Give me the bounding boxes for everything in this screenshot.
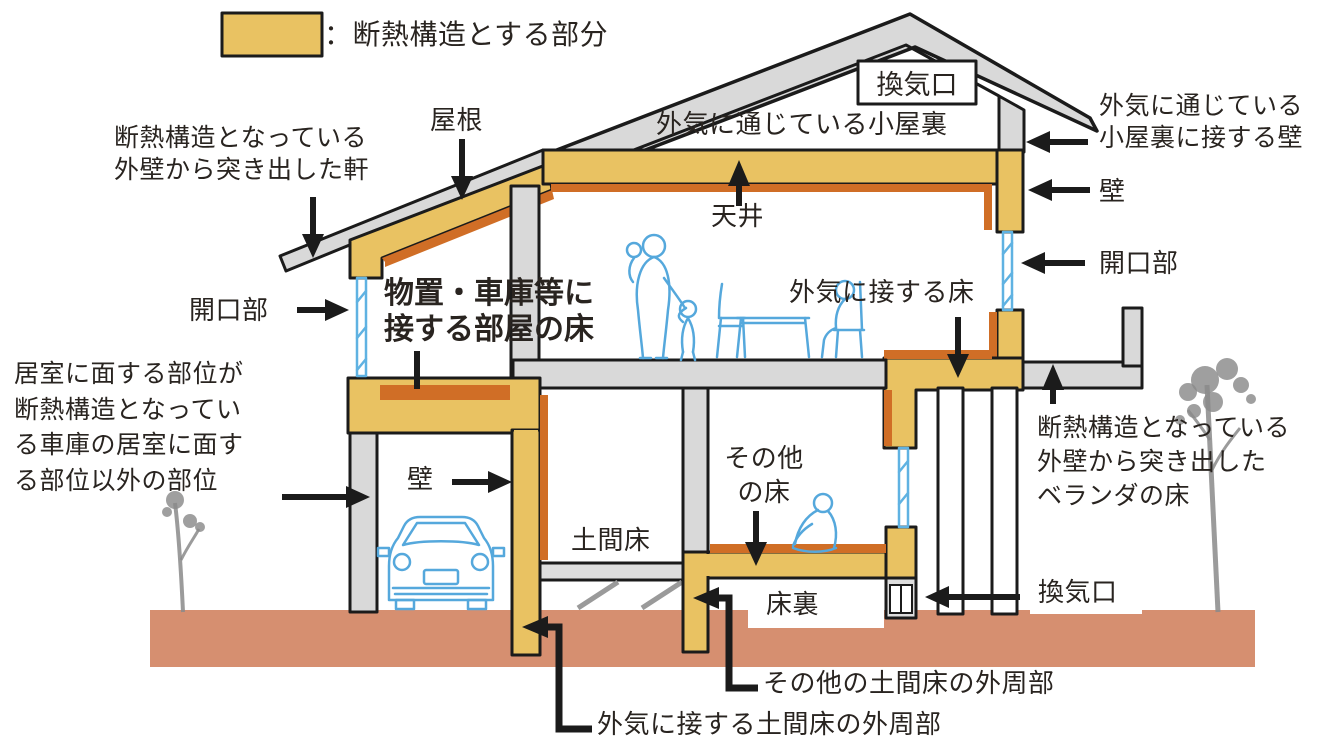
arrow-wall-right (1028, 179, 1090, 201)
label-ceiling: 天井 (711, 202, 765, 232)
window-right-upper-icon (1001, 230, 1014, 312)
label-attic-wall: 外気に通じている 小屋裏に接する壁 (1099, 91, 1304, 152)
arrow-wall-garage (452, 471, 512, 493)
ceiling-insulation (541, 148, 1025, 230)
arrow-other-floor (745, 511, 767, 566)
arrow-roof (451, 139, 473, 200)
label-perimeter-outside: 外気に接する土間床の外周部 (597, 710, 942, 740)
arrow-vent-bottom (925, 586, 1020, 608)
label-opening-left: 開口部 (189, 296, 269, 326)
attic-adjacent-wall (997, 94, 1026, 154)
interior-wall-1f (681, 386, 710, 554)
label-attic: 外気に通じている小屋裏 (656, 110, 948, 140)
doma-slab (538, 561, 685, 611)
arrow-opening-left (297, 299, 349, 321)
label-doma-floor: 土間床 (571, 526, 651, 556)
leader-perimeter-outside (522, 616, 592, 733)
underfloor-label-bg (748, 582, 884, 628)
balcony-post (990, 386, 1019, 616)
legend-label: ：断熱構造とする部分 (324, 18, 609, 51)
label-floor-outside-air: 外気に接する床 (789, 278, 975, 308)
balcony (1021, 306, 1144, 390)
balcony-post (936, 386, 965, 616)
label-under-floor: 床裏 (766, 590, 820, 620)
kneeling-figure (791, 492, 838, 553)
window-left-icon (355, 276, 368, 378)
arrow-floor-outside (947, 317, 969, 378)
label-wall-garage: 壁 (407, 465, 434, 495)
vent-top-box (856, 59, 978, 106)
right-tree (1175, 358, 1256, 613)
legend-swatch (220, 11, 324, 58)
arrow-attic-wall (1026, 131, 1088, 153)
label-vent-bottom: 換気口 (1038, 578, 1118, 608)
arrow-ceiling (728, 160, 750, 206)
storage-room-floor-structure (346, 376, 542, 435)
garage-outer-wall (348, 431, 379, 614)
table-and-chairs (715, 279, 866, 359)
arrow-garage-part (282, 486, 370, 508)
label-eaves: 断熱構造となっている 外壁から突き出した軒 (114, 123, 370, 184)
label-opening-right: 開口部 (1099, 249, 1179, 279)
label-perimeter-other: その他の土間床の外周部 (763, 669, 1055, 699)
label-other-floor: その他 の床 (724, 444, 804, 509)
vent-bottom-label-bg (1030, 578, 1142, 614)
label-veranda-floor: 断熱構造となっている 外壁から突き出した ベランダの床 (1037, 413, 1291, 510)
label-storage-room-floor: 物置・車庫等に 接する部屋の床 (384, 276, 594, 347)
left-tree (162, 491, 205, 613)
garage-inner-wall-insulated (510, 395, 548, 657)
leader-perimeter-other (693, 587, 758, 692)
label-garage-non-living: 居室に面する部位が 断熱構造となってい る車庫の居室に面す る部位以外の部位 (14, 359, 244, 495)
arrow-opening-right (1021, 252, 1085, 274)
floor-outside-air-structure (882, 350, 1025, 450)
label-vent-top: 換気口 (876, 70, 958, 101)
underfloor-vent (884, 576, 918, 620)
family-figures (625, 233, 698, 362)
arrow-eaves (302, 197, 324, 258)
annotation-arrows (282, 131, 1090, 733)
car-figure (376, 515, 506, 611)
living-floor-slab (511, 358, 888, 390)
right-wall-insulation (989, 148, 1025, 364)
arrow-veranda (1042, 364, 1064, 404)
label-wall-right: 壁 (1099, 177, 1126, 207)
label-roof: 屋根 (430, 106, 484, 136)
window-right-lower-icon (897, 446, 910, 529)
